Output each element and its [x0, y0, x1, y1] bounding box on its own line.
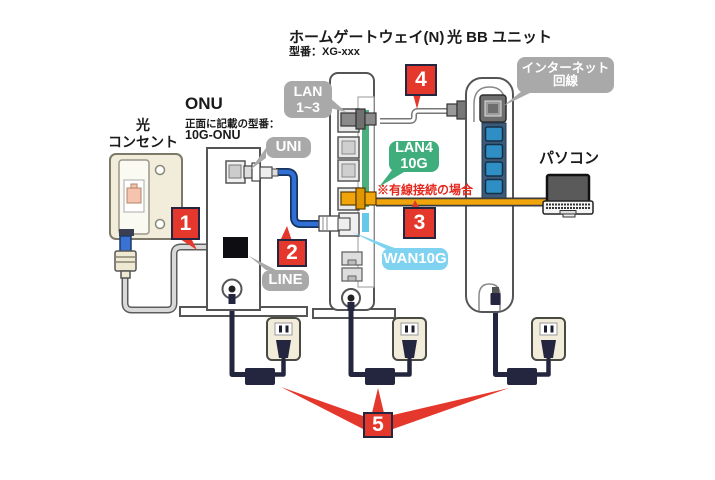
optical-cord	[114, 235, 223, 314]
lan13-port-label: LAN 1~3	[284, 81, 332, 118]
gateway-model: 型番：XG-xxx	[289, 46, 360, 58]
optical-outlet-device	[109, 153, 183, 240]
internet-line-label: インターネット 回線	[517, 57, 614, 93]
uni-wan-cable	[243, 162, 321, 228]
bb-unit-title: 光 BB ユニット	[447, 29, 553, 46]
ac-adapter-bb-unit	[507, 368, 537, 385]
step-5-badge: 5	[363, 412, 393, 438]
uni-port-label: UNI	[266, 137, 311, 158]
step-1-badge: 1	[171, 207, 200, 240]
step-4-badge: 4	[405, 64, 437, 96]
wan-highlight-stripe	[362, 213, 369, 232]
lan-to-bb-cable	[380, 100, 479, 124]
onu-note: 正面に記載の型番：	[185, 118, 280, 130]
ac-adapter-gateway	[365, 368, 395, 385]
line-port-label: LINE	[262, 270, 309, 291]
line-port	[223, 237, 248, 258]
wall-outlet-right	[531, 317, 566, 365]
wan-port-label: WAN10G	[382, 248, 448, 270]
wall-outlet-left	[266, 317, 301, 365]
step-3-badge: 3	[403, 207, 436, 239]
pc-title: パソコン	[538, 150, 599, 167]
lan-highlight-stripe	[362, 110, 369, 207]
step-2-badge: 2	[277, 239, 307, 267]
step5-pointer-wedges	[281, 387, 509, 429]
home-gateway-title: ホームゲートウェイ(N)	[289, 29, 445, 46]
optical-outlet-title: 光 コンセント	[108, 117, 178, 150]
wall-outlet-middle	[392, 317, 427, 365]
onu-title: ONU	[185, 94, 223, 113]
label-pointers	[180, 91, 534, 270]
lan4-pc-cable	[340, 187, 549, 210]
onu-model: 10G-ONU	[185, 128, 241, 142]
bb-unit-device	[465, 77, 514, 313]
laptop	[542, 173, 594, 218]
wired-connection-note: ※有線接続の場合	[377, 183, 474, 197]
ac-adapter-onu	[245, 368, 275, 385]
lan4-port-label: LAN4 10G	[389, 140, 439, 172]
power-cables	[229, 296, 551, 377]
